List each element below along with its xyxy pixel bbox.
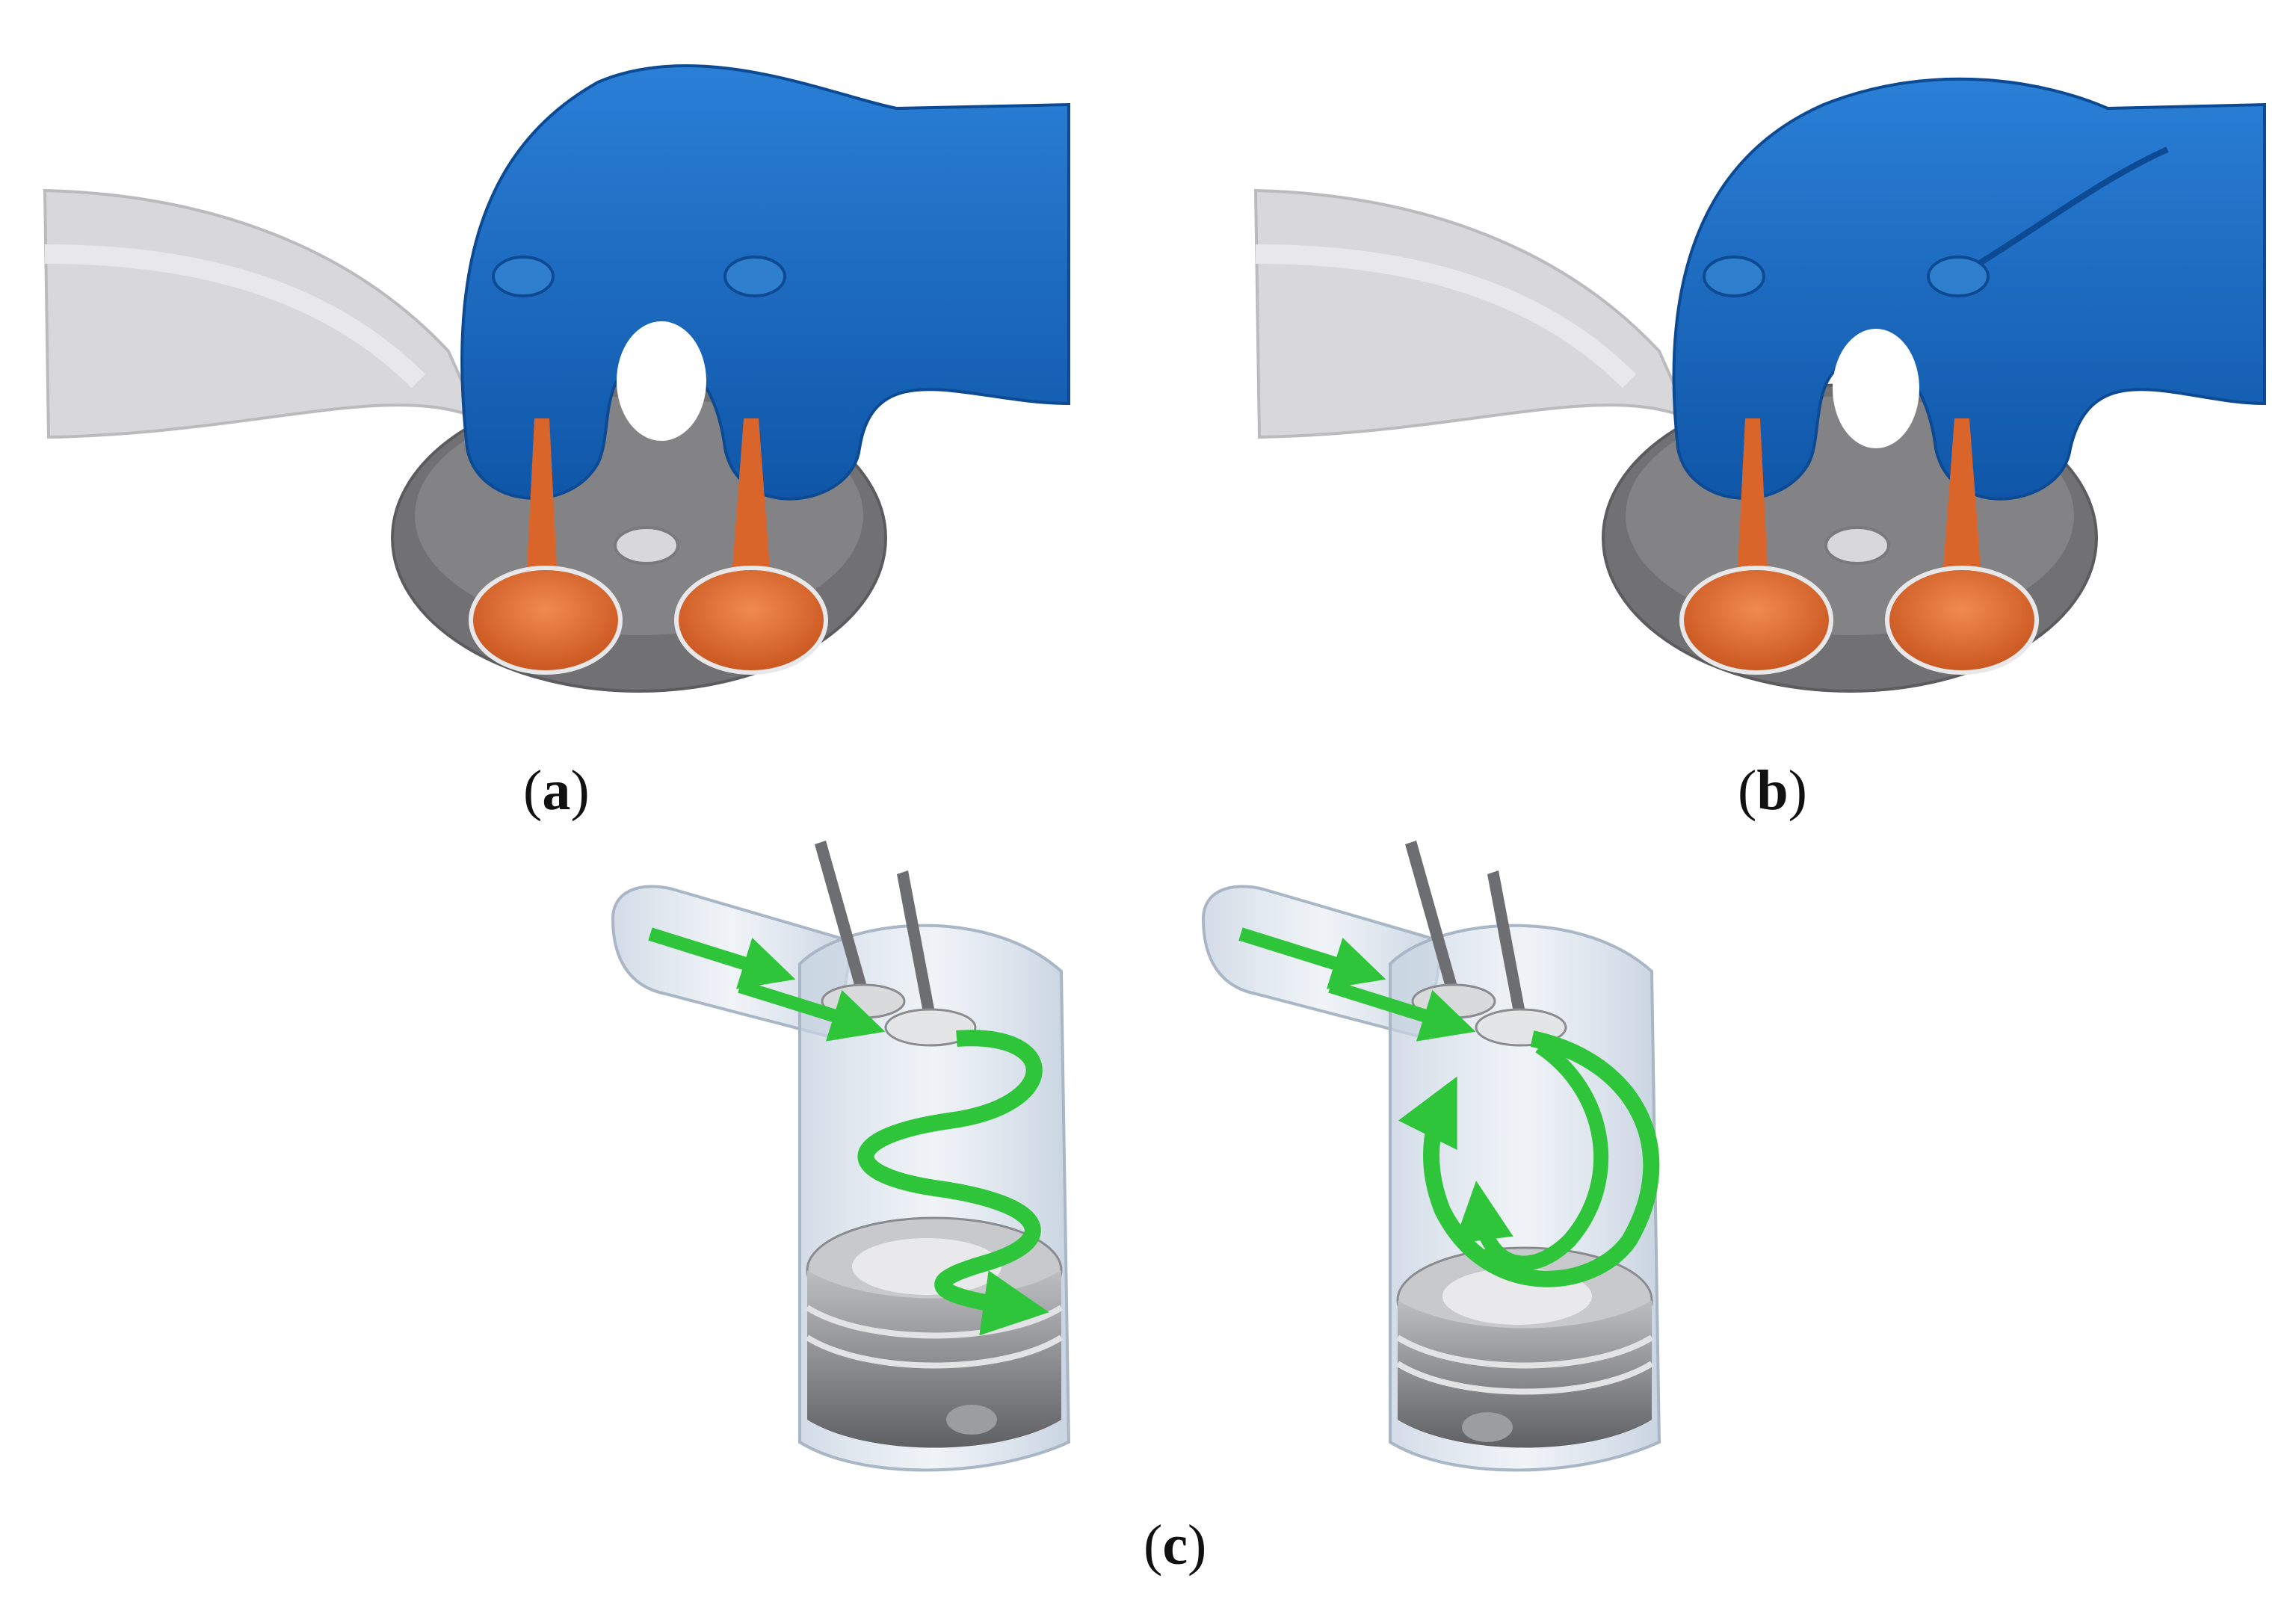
swirl-pin-boss [946,1405,997,1435]
tumble-valve-stem-1 [1405,841,1457,990]
tumble-loop-arrow-inner [1454,1039,1609,1271]
tumble-piston-ring-1 [1395,1334,1654,1369]
tumble-cylinder-group [1201,841,1661,1472]
blue-port-boss-left [1703,256,1765,297]
caption-c: (c) [1144,1514,1207,1577]
valve-stem-right [1943,418,1981,568]
swirl-piston-ring-2 [805,1334,1064,1369]
valve-head-left [1679,566,1833,675]
caption-b: (b) [1738,759,1807,822]
blue-port-arch-hole [617,321,706,441]
tumble-pin-boss [1462,1412,1513,1442]
tumble-loop-arrow-outer [1398,1030,1660,1287]
caption-a: (a) [523,759,590,822]
swirl-inflow-arrow-2 [738,980,886,1042]
grey-runner-highlight [44,244,426,389]
valve-head-left [469,566,623,675]
panel-c [598,822,1764,1509]
panel-b-illustration [1253,77,2266,693]
tumble-inflow-arrow-2 [1328,980,1476,1042]
swirl-valve-stem-1 [815,841,867,990]
tumble-valve-stem-2 [1487,870,1525,1012]
blue-port-helical-ridge [1956,146,2169,279]
panel-b [1241,30,2287,732]
blue-port-boss-left [492,256,555,297]
valve-head-right [1885,566,2039,675]
tumble-piston-ring-2 [1395,1361,1654,1395]
panel-a-illustration [43,64,1070,693]
grey-intake-runner [43,188,481,439]
center-seat [1824,526,1890,565]
grey-intake-runner [1253,188,1692,439]
center-seat [614,526,679,565]
swirl-valve-stem-2 [897,870,934,1012]
valve-stem-left [527,418,557,568]
swirl-helix-arrow [857,1030,1049,1336]
blue-port-boss-right [1927,256,1990,297]
valve-stem-left [1738,418,1768,568]
valve-head-right [674,566,828,675]
swirl-valve-head-2 [884,1008,977,1047]
valve-stem-right [732,418,770,568]
blue-port-boss-right [723,256,786,297]
panel-c-illustration [611,841,1661,1472]
tumble-piston-body [1398,1300,1652,1448]
swirl-piston-bowl [852,1238,1002,1295]
grey-runner-highlight [1255,244,1637,389]
blue-port-arch-hole [1833,329,1919,448]
swirl-inflow-arrow-1 [648,927,796,989]
swirl-cylinder-group [611,841,1071,1472]
panel-a [30,30,1099,732]
tumble-inflow-arrow-1 [1238,927,1386,989]
